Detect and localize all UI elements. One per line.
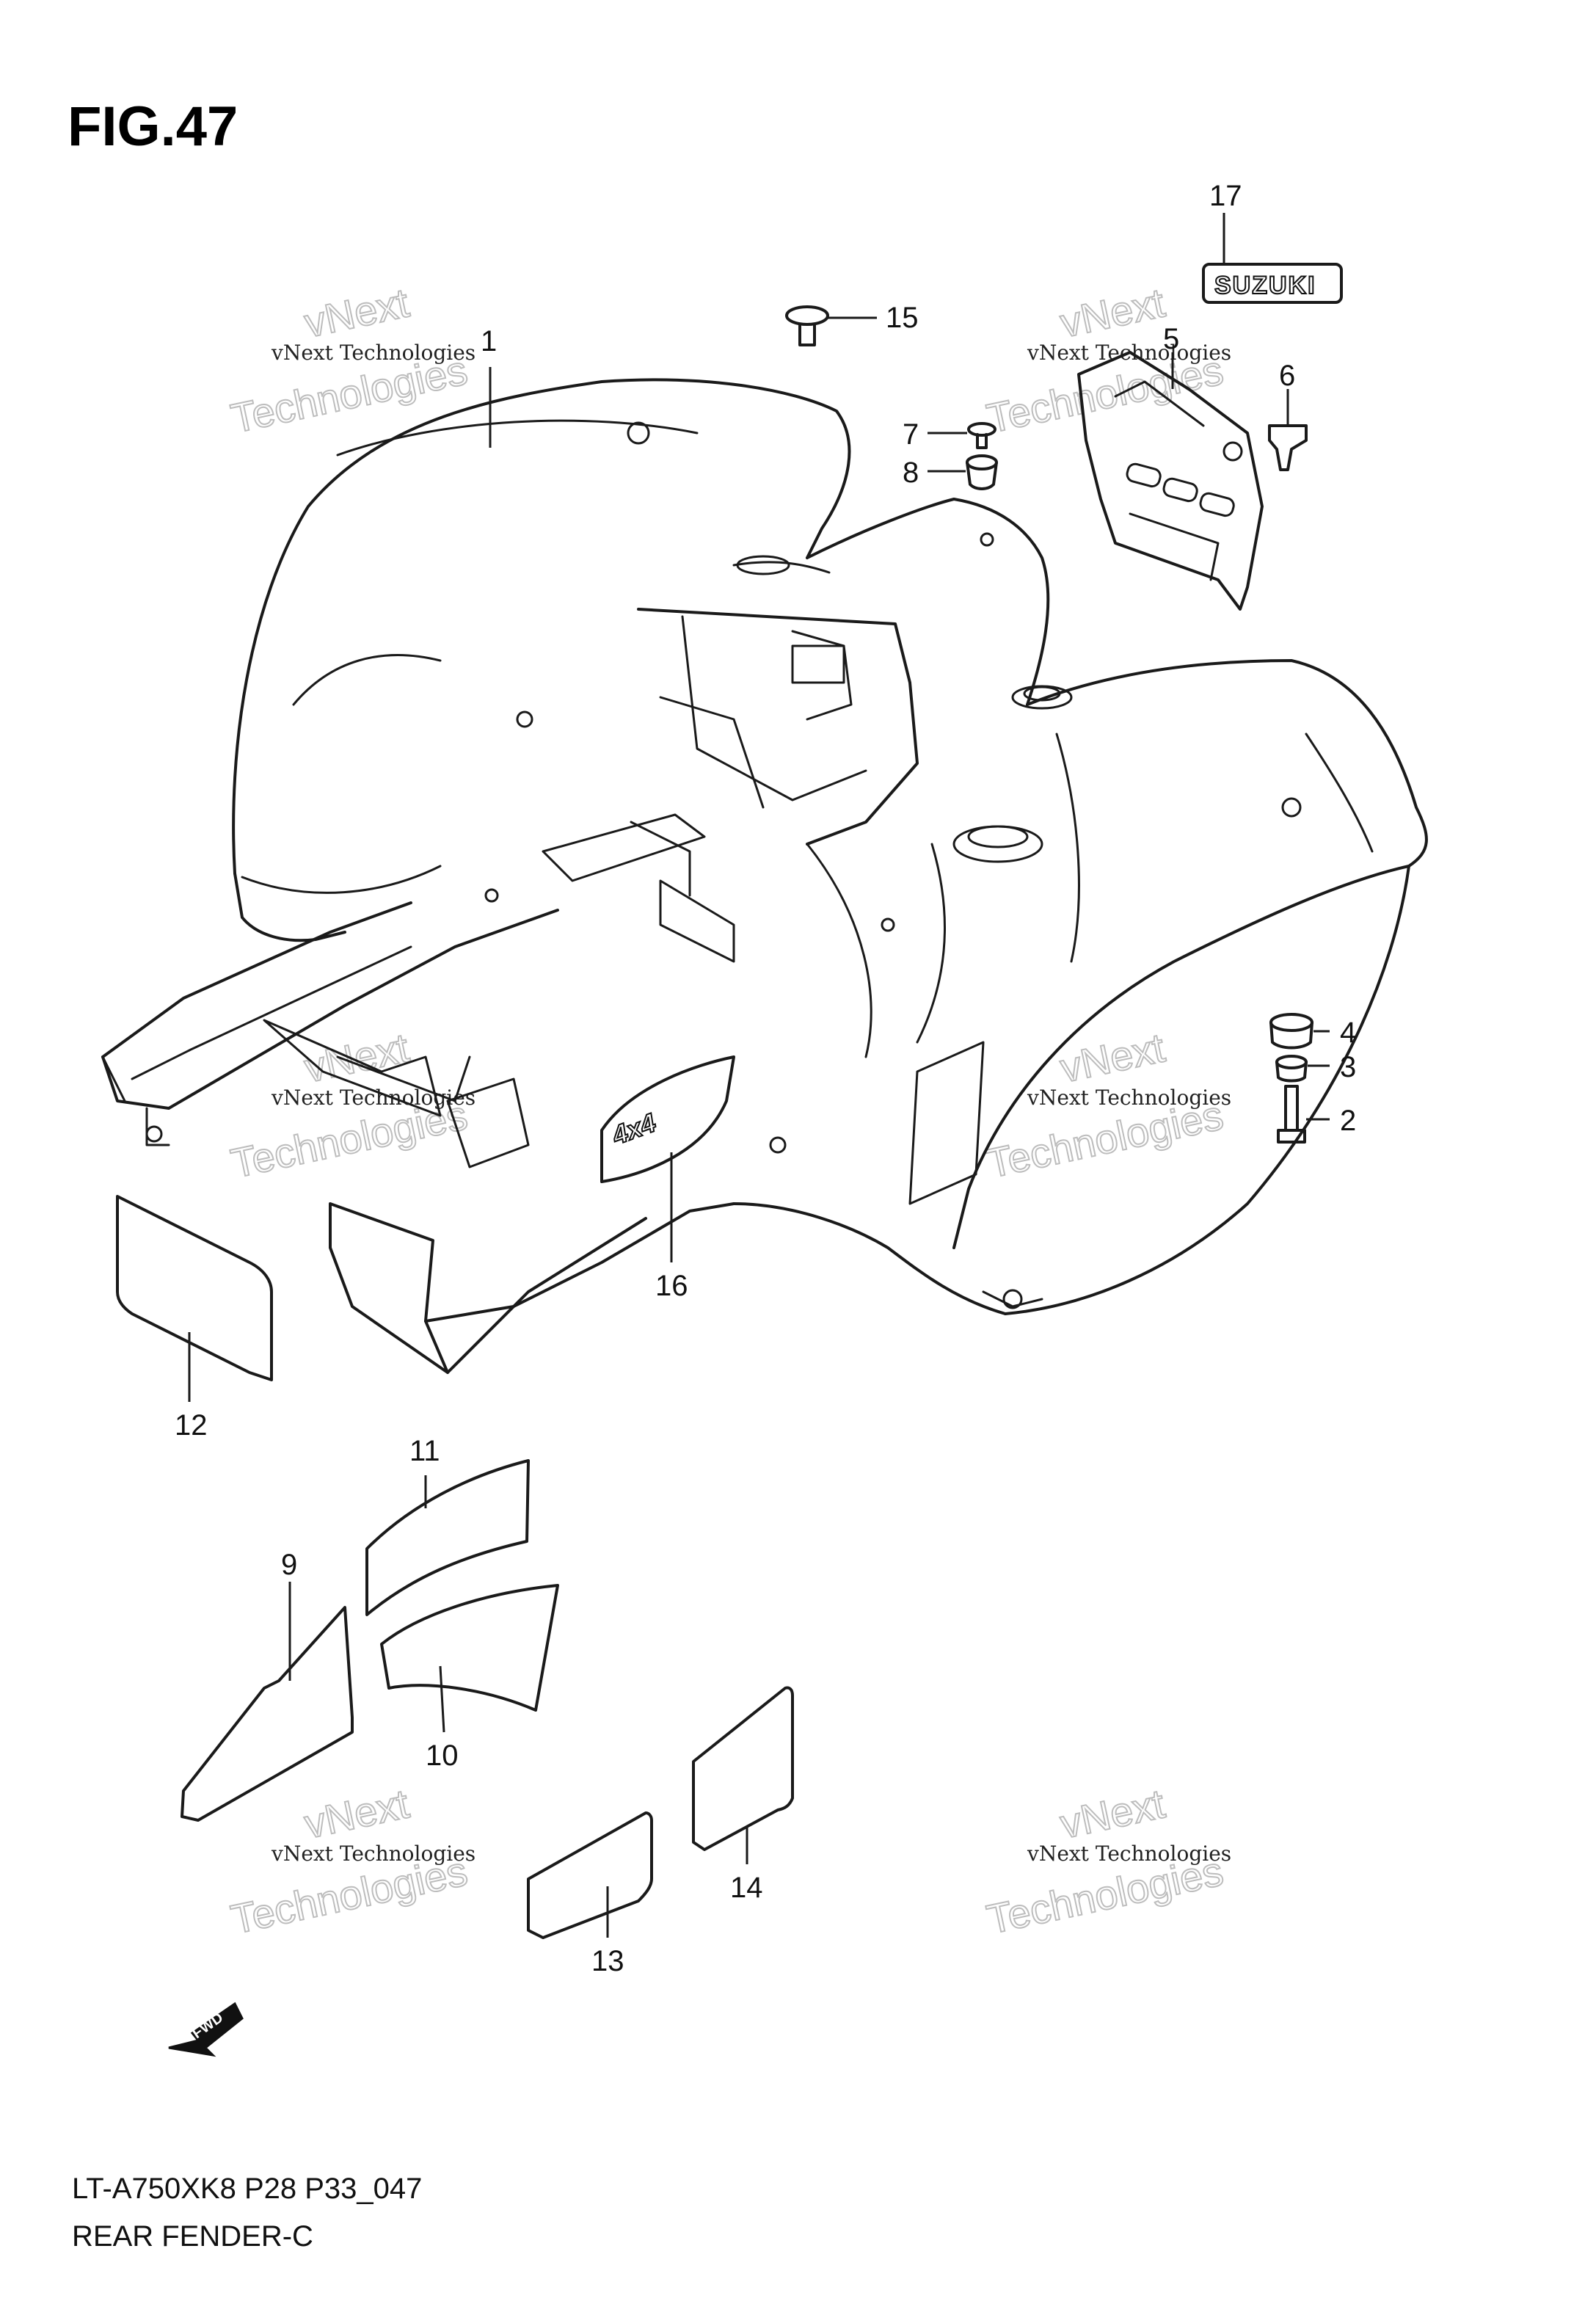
model-code: LT-A750XK8 P28 P33_047: [72, 2173, 422, 2205]
callout-17: 17: [1209, 180, 1242, 212]
svg-text:vNext: vNext: [1056, 279, 1169, 346]
callout-15: 15: [886, 302, 919, 334]
decal-14-part: [692, 1686, 794, 1851]
bolt-2-part: [1277, 1085, 1306, 1144]
figure-title: FIG.47: [68, 95, 238, 158]
callout-10: 10: [426, 1740, 459, 1772]
callout-16: 16: [655, 1270, 688, 1302]
decal-9-part: [181, 1606, 354, 1822]
forward-arrow-icon: FWD: [168, 2002, 244, 2057]
watermark-mid-right: vNext vNext Technologies Technologies: [982, 1023, 1231, 1187]
callout-13: 13: [591, 1945, 624, 1977]
callout-3: 3: [1340, 1051, 1356, 1083]
figure-caption: REAR FENDER-C: [72, 2220, 313, 2253]
callout-5: 5: [1163, 323, 1179, 355]
svg-text:vNext Technologies: vNext Technologies: [1027, 1086, 1231, 1110]
collar-3-part: [1275, 1055, 1308, 1083]
bolt-15-part: [785, 305, 829, 346]
decal-13-part: [527, 1811, 653, 1939]
clip-part: [1268, 424, 1308, 471]
emblem-part: 4x4: [600, 1055, 735, 1183]
decal-12-part: [116, 1195, 273, 1381]
callout-6: 6: [1279, 360, 1295, 392]
svg-text:vNext: vNext: [300, 279, 413, 346]
svg-text:vNext: vNext: [1056, 1780, 1169, 1847]
watermark-bottom-left: vNext vNext Technologies Technologies: [226, 1779, 475, 1943]
bracket-part: [1077, 351, 1264, 611]
svg-text:vNext Technologies: vNext Technologies: [271, 341, 475, 365]
callout-11: 11: [409, 1435, 440, 1467]
cushion-4-part: [1269, 1013, 1313, 1050]
decal-11-part: [365, 1459, 530, 1616]
watermark-top-right: vNext vNext Technologies Technologies: [982, 278, 1231, 442]
suzuki-badge-part: SUZUKI: [1202, 263, 1343, 304]
nut-8-part: [966, 454, 998, 490]
watermark-bottom-right: vNext vNext Technologies Technologies: [982, 1779, 1231, 1943]
callout-4: 4: [1340, 1017, 1356, 1049]
svg-text:vNext Technologies: vNext Technologies: [1027, 1842, 1231, 1866]
callout-14: 14: [730, 1872, 763, 1904]
decal-10-part: [380, 1584, 559, 1712]
callout-1: 1: [481, 325, 497, 357]
svg-text:vNext Technologies: vNext Technologies: [271, 1842, 475, 1866]
rear-fender-part: [101, 378, 1428, 1374]
callout-9: 9: [281, 1549, 297, 1581]
svg-text:SUZUKI: SUZUKI: [1214, 272, 1316, 299]
svg-text:vNext: vNext: [300, 1024, 413, 1091]
callout-12: 12: [175, 1409, 208, 1442]
callout-2: 2: [1340, 1105, 1356, 1137]
screw-7-part: [967, 422, 996, 449]
callout-8: 8: [903, 457, 919, 489]
callout-7: 7: [903, 418, 919, 451]
leader-10: [439, 1665, 445, 1733]
svg-text:vNext: vNext: [300, 1780, 413, 1847]
